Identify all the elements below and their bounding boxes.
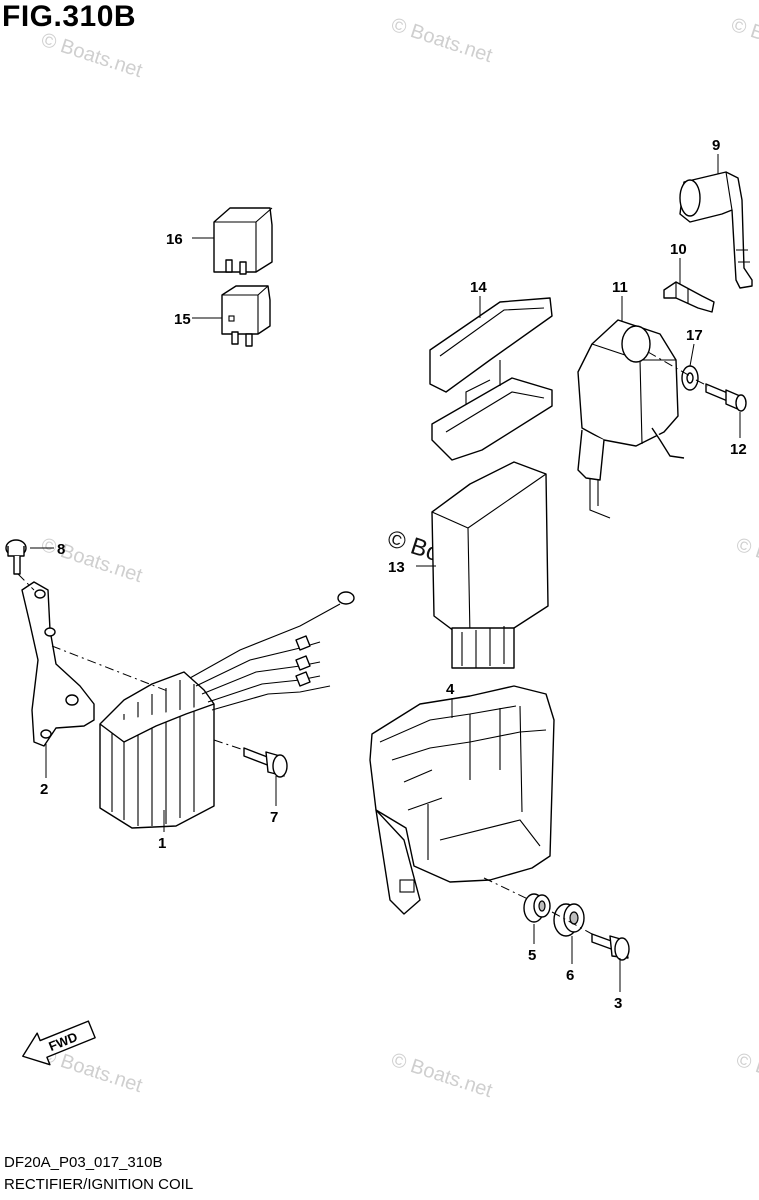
- leader-lines: [30, 154, 741, 992]
- callout-5: 5: [528, 947, 536, 964]
- callout-3: 3: [614, 995, 622, 1012]
- center-lines: [17, 351, 709, 935]
- callout-7: 7: [270, 809, 278, 826]
- callout-11: 11: [612, 279, 628, 296]
- watermark-text: © Boats.net: [728, 14, 759, 67]
- watermark-text: © Boats.net: [733, 534, 759, 587]
- part-12-bolt: [705, 383, 747, 412]
- figure-caption: RECTIFIER/IGNITION COIL: [4, 1176, 194, 1193]
- watermark-text: © Boats.net: [388, 1049, 495, 1102]
- part-17-washer: [681, 365, 699, 391]
- callout-13: 13: [388, 559, 405, 576]
- part-4-bracket: [369, 685, 555, 915]
- part-7-bolt: [243, 747, 288, 778]
- drawing-code: DF20A_P03_017_310B: [4, 1154, 163, 1171]
- callout-1: 1: [158, 835, 166, 852]
- part-8-bolt: [5, 539, 27, 575]
- watermark-text: © Boats.net: [733, 1049, 759, 1102]
- part-14-cover: [429, 297, 553, 461]
- callout-10: 10: [670, 241, 687, 258]
- figure-title: FIG.310B: [2, 0, 137, 33]
- part-1-rectifier: [99, 591, 355, 829]
- callout-14: 14: [470, 279, 487, 296]
- part-9-plug-cap: [679, 171, 753, 289]
- callout-9: 9: [712, 137, 720, 154]
- part-3-bolt: [591, 933, 630, 961]
- callout-2: 2: [40, 781, 48, 798]
- part-5-grommet: [523, 893, 551, 923]
- callout-numbers: 1 2 3 4 5 6 7 8 9 10 11 12 13 14 15 16 1…: [40, 137, 747, 1012]
- part-13-ecm: [431, 461, 549, 669]
- callout-17: 17: [686, 327, 703, 344]
- watermark-text: © Boats.net: [388, 14, 495, 67]
- callout-6: 6: [566, 967, 574, 984]
- part-16-relay: [213, 207, 273, 275]
- part-6-collar: [553, 903, 585, 937]
- callout-15: 15: [174, 311, 191, 328]
- part-10-clamp: [663, 281, 715, 313]
- callout-16: 16: [166, 231, 183, 248]
- watermark-text: © Boats.net: [38, 534, 145, 587]
- callout-12: 12: [730, 441, 747, 458]
- watermark-text: © Boats.net: [38, 29, 145, 82]
- part-11-ignition-coil: [577, 319, 685, 519]
- part-2-stay: [21, 581, 95, 747]
- callout-4: 4: [446, 681, 455, 698]
- callout-8: 8: [57, 541, 65, 558]
- part-15-relay: [221, 285, 271, 347]
